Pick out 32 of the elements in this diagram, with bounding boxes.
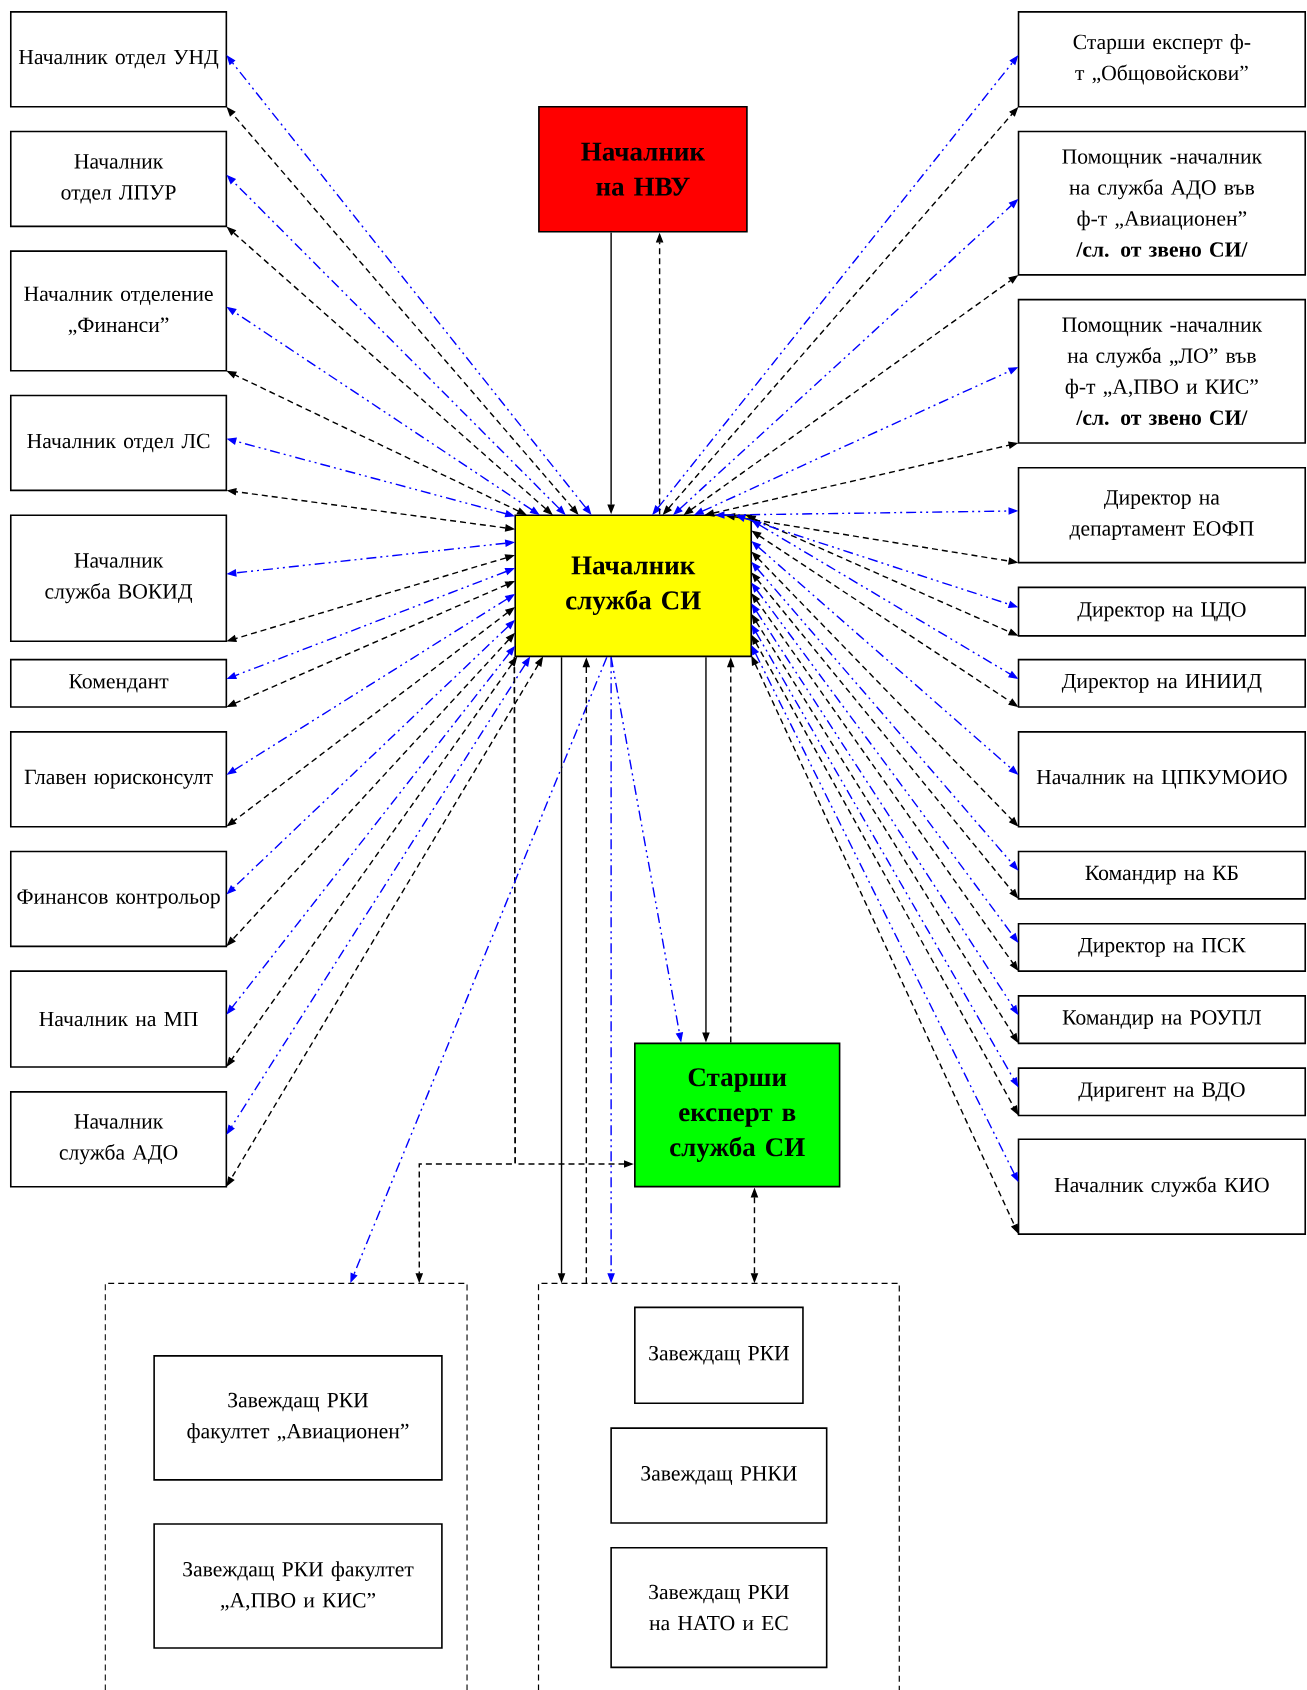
position-box: Завеждащ РКИ на НАТО и ЕС xyxy=(610,1546,828,1669)
position-box: Началник на МП xyxy=(9,970,227,1068)
group-frame xyxy=(104,1282,468,1690)
position-box: Командир на РОУПЛ xyxy=(1017,995,1306,1045)
position-box: Началник на ЦПКУМОИО xyxy=(1017,731,1306,828)
service-box: Началник служба СИ xyxy=(514,514,752,658)
position-box: Директор на ИНИИД xyxy=(1017,658,1306,708)
position-box: Помощник -началник на служба „ЛО” във ф-т „А,ПВО и КИС” /сл. от звено СИ/ xyxy=(1017,298,1306,444)
position-box: Началник служба КИО xyxy=(1017,1138,1306,1235)
position-box: Старши експерт ф-т „Общовойскови” xyxy=(1017,11,1306,108)
position-box: Началник служба ВОКИД xyxy=(9,514,227,643)
position-box: Финансов контрольор xyxy=(9,850,227,948)
position-box: Началник отдел ЛПУР xyxy=(9,130,227,228)
head-box: Началник на НВУ xyxy=(537,105,748,233)
position-box: Началник служба АДО xyxy=(9,1091,227,1188)
position-box: Командир на КБ xyxy=(1017,850,1306,900)
position-box: Директор на ЦДО xyxy=(1017,586,1306,637)
position-box: Главен юрисконсулт xyxy=(9,731,227,828)
position-box: Диригент на ВДО xyxy=(1017,1067,1306,1117)
group-frame xyxy=(537,1282,900,1690)
position-box: Завеждащ РКИ факултет „А,ПВО и КИС” xyxy=(153,1523,443,1649)
expert-box: Старши експерт в служба СИ xyxy=(633,1042,841,1188)
position-box: Началник отдел УНД xyxy=(9,11,227,108)
position-box: Помощник -началник на служба АДО във ф-т „Авиационен” /сл. от звено СИ/ xyxy=(1017,130,1306,276)
position-box: Завеждащ РНКИ xyxy=(610,1427,828,1524)
position-box: Завеждащ РКИ xyxy=(633,1306,804,1405)
position-box: Комендант xyxy=(9,658,227,708)
position-box: Завеждащ РКИ факултет „Авиационен” xyxy=(153,1355,443,1481)
position-box: Началник отдел ЛС xyxy=(9,394,227,492)
position-box: Директор на ПСК xyxy=(1017,922,1306,972)
position-box: Началник отделение „Финанси” xyxy=(9,250,227,372)
position-box: Директор на департамент ЕОФП xyxy=(1017,467,1306,564)
